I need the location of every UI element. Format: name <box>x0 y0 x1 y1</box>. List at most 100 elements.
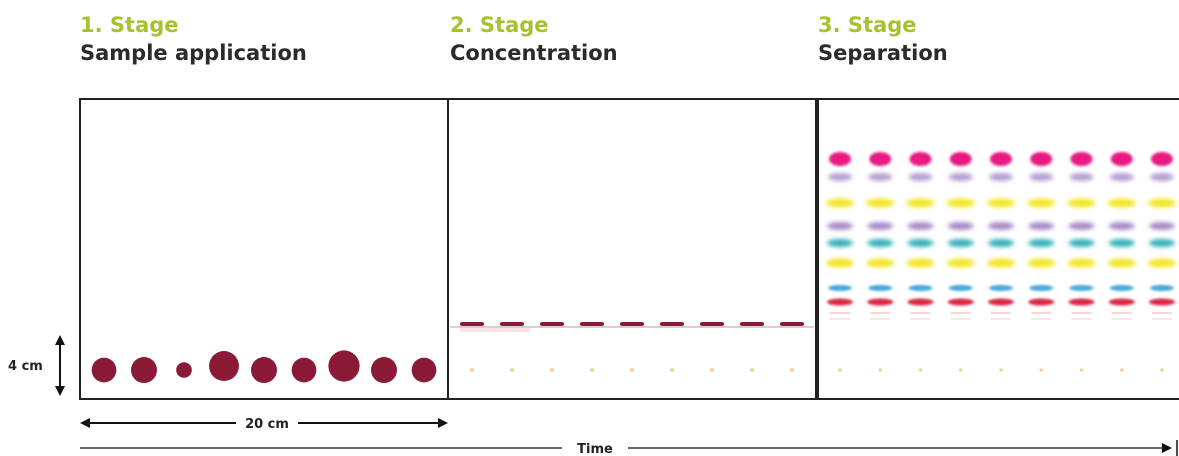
origin-dot <box>1039 368 1044 372</box>
separated-band <box>1028 239 1055 247</box>
origin-dot <box>918 368 923 372</box>
separated-band <box>827 298 853 306</box>
stage-1-title: Sample application <box>80 41 307 65</box>
origin-dot <box>790 368 794 372</box>
separated-band <box>1109 173 1134 181</box>
residue-streak <box>1152 312 1172 314</box>
concentrated-band <box>780 322 804 326</box>
separated-band <box>1107 198 1136 208</box>
residue-streak <box>870 318 891 320</box>
concentrated-band <box>500 322 524 326</box>
separated-band <box>946 258 975 268</box>
stage-3-plate <box>817 98 1179 400</box>
residue-streak <box>991 312 1011 314</box>
residue-streak <box>910 312 931 314</box>
width-label: 20 cm <box>245 417 289 432</box>
separated-band <box>1149 222 1175 230</box>
separated-band <box>1150 285 1174 291</box>
separated-band <box>1149 239 1175 247</box>
residue-streak <box>830 312 850 314</box>
concentrated-band <box>540 322 564 326</box>
separated-band <box>1028 298 1055 306</box>
separated-band <box>947 239 974 247</box>
stage-2-number: 2. Stage <box>450 13 549 37</box>
separated-band <box>1108 239 1135 247</box>
separated-band <box>1110 152 1133 166</box>
origin-dot <box>470 368 474 372</box>
separated-band <box>989 285 1013 291</box>
separated-band <box>1149 298 1175 306</box>
origin-dot <box>590 368 594 372</box>
residue-streak <box>830 318 850 320</box>
sample-spot <box>131 357 157 383</box>
separated-band <box>987 198 1015 208</box>
separated-band <box>866 198 895 208</box>
origin-dot <box>838 368 842 372</box>
separated-band <box>907 222 934 230</box>
separated-band <box>987 258 1015 268</box>
separated-band <box>948 173 973 181</box>
separated-band <box>906 258 935 268</box>
origin-dot <box>999 368 1003 372</box>
separated-band <box>1027 198 1056 208</box>
separated-band <box>946 198 975 208</box>
separated-band <box>1148 198 1176 208</box>
concentrated-band <box>740 322 764 326</box>
height-label: 4 cm <box>8 359 43 374</box>
stage-1-plate <box>79 98 449 400</box>
sample-spot <box>291 357 317 383</box>
residue-streak <box>1031 312 1052 314</box>
separated-band <box>827 222 853 230</box>
separated-band <box>947 298 974 306</box>
separated-band <box>866 258 895 268</box>
separated-band <box>867 222 894 230</box>
origin-dot <box>750 368 754 372</box>
origin-dot <box>1079 368 1084 372</box>
separated-band <box>828 173 852 181</box>
residue-streak <box>1152 318 1172 320</box>
separated-band <box>1029 173 1054 181</box>
stage-3-number: 3. Stage <box>818 13 917 37</box>
separated-band <box>867 239 894 247</box>
residue-streak <box>1031 318 1052 320</box>
origin-dot <box>630 368 634 372</box>
separated-band <box>1068 298 1095 306</box>
residue-streak <box>870 312 891 314</box>
separated-band <box>909 152 932 166</box>
separated-band <box>826 258 854 268</box>
separated-band <box>1067 258 1096 268</box>
origin-dot <box>878 368 883 372</box>
residue-streak <box>1071 318 1092 320</box>
separated-band <box>1151 152 1173 166</box>
origin-dot <box>958 368 963 372</box>
separated-band <box>826 198 854 208</box>
separation-bands <box>826 152 1176 372</box>
origin-dot <box>670 368 674 372</box>
separated-band <box>1068 222 1095 230</box>
separated-band <box>869 152 892 166</box>
residue-streak <box>1111 318 1132 320</box>
separated-band <box>828 285 852 291</box>
separated-band <box>908 285 933 291</box>
separated-band <box>1070 152 1093 166</box>
separated-band <box>906 198 935 208</box>
residue-streak <box>1111 312 1132 314</box>
stage-2-header: 2. Stage Concentration <box>450 12 618 68</box>
separated-band <box>1108 222 1135 230</box>
residue-streak <box>950 318 971 320</box>
sample-spot <box>209 351 239 381</box>
concentrated-band <box>620 322 644 326</box>
origin-dot <box>550 368 554 372</box>
stage-1-header: 1. Stage Sample application <box>80 12 307 68</box>
separated-band <box>1027 258 1056 268</box>
sample-spot <box>411 357 437 383</box>
residue-streak <box>1071 312 1092 314</box>
separated-band <box>1109 285 1134 291</box>
separated-band <box>908 173 933 181</box>
stage-1-number: 1. Stage <box>80 13 179 37</box>
stage-3-header: 3. Stage Separation <box>818 12 948 68</box>
separated-band <box>1030 152 1053 166</box>
separated-band <box>907 239 934 247</box>
stage-2-plate <box>447 98 817 400</box>
concentrated-band <box>660 322 684 326</box>
